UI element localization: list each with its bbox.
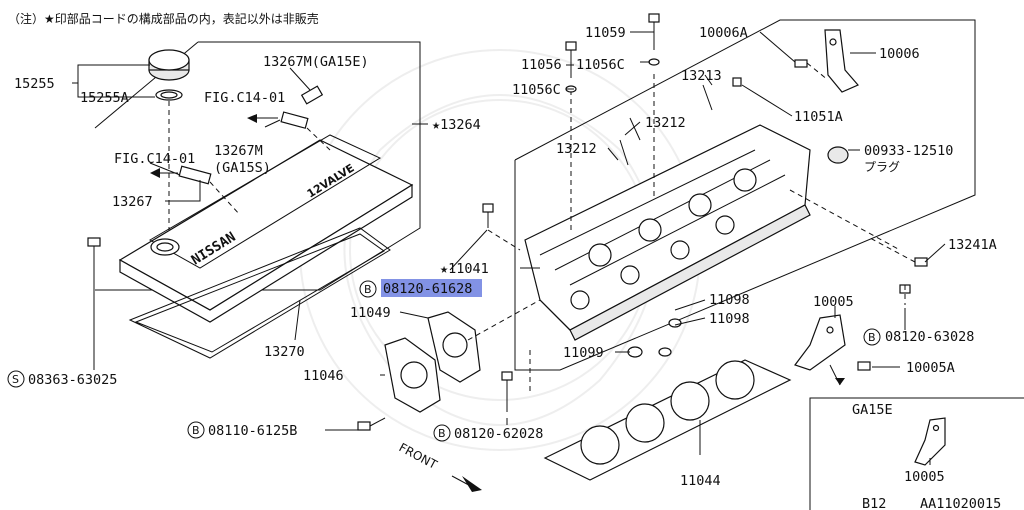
label-15255[interactable]: 15255 [14, 76, 55, 92]
label-10005a[interactable]: 10005A [906, 360, 955, 376]
selected-part-highlight [381, 279, 482, 297]
b-mark-2: B [868, 331, 876, 344]
bracket-10006 [794, 29, 859, 93]
label-08363-63025[interactable]: 08363-63025 [28, 372, 117, 388]
label-11056[interactable]: 11056 [521, 57, 562, 73]
label-10005-inset[interactable]: 10005 [904, 469, 945, 485]
label-10006a[interactable]: 10006A [699, 25, 748, 41]
label-13270[interactable]: 13270 [264, 344, 305, 360]
oil-filler-cap [148, 49, 190, 230]
b-mark-3: B [192, 424, 200, 437]
bolt-08363 [87, 237, 101, 370]
plug-part [827, 146, 849, 164]
b-mark-4: B [438, 427, 446, 440]
label-11046[interactable]: 11046 [303, 368, 344, 384]
note-text: （注）★印部品コードの構成部品の内，表記以外は非販売 [8, 11, 319, 26]
circled-marks [7, 280, 881, 442]
s-mark: S [12, 373, 19, 386]
front-arrow-icon [462, 476, 482, 492]
label-08120-62028[interactable]: 08120-62028 [454, 426, 543, 442]
valve-cover-gasket [128, 227, 391, 359]
label-11098-a[interactable]: 11098 [709, 292, 750, 308]
label-08110-6125b[interactable]: 08110-6125B [208, 423, 297, 439]
cylinder-head-group [514, 19, 976, 371]
leader-lines [72, 31, 946, 465]
arrow-icon [835, 378, 845, 385]
water-outlet-gasket [384, 299, 541, 413]
label-11099[interactable]: 11099 [563, 345, 604, 361]
label-10006[interactable]: 10006 [879, 46, 920, 62]
label-11049[interactable]: 11049 [350, 305, 391, 321]
side-bolts [789, 189, 928, 305]
label-11098-b[interactable]: 11098 [709, 311, 750, 327]
diagram-code: AA11020015 [920, 496, 1001, 510]
label-00933-12510[interactable]: 00933-12510 [864, 143, 953, 159]
label-13267m-ga15e[interactable]: 13267M(GA15E) [263, 54, 369, 70]
bracket-10005 [794, 314, 871, 386]
label-13267[interactable]: 13267 [112, 194, 153, 210]
head-gasket [543, 359, 792, 481]
label-11044[interactable]: 11044 [680, 473, 721, 489]
label-15255a[interactable]: 15255A [80, 90, 129, 106]
valve-cover: NISSAN 12VALVE [118, 134, 414, 323]
label-13213[interactable]: 13213 [681, 68, 722, 84]
ga15e-inset [809, 397, 1024, 510]
label-11051a[interactable]: 11051A [794, 109, 843, 125]
label-fig-c14-01-top[interactable]: FIG.C14-01 [204, 90, 285, 106]
arrow-icon [247, 114, 257, 123]
label-plug: プラグ [864, 160, 900, 174]
label-13241a[interactable]: 13241A [948, 237, 997, 253]
label-11041[interactable]: ★11041 [440, 261, 489, 277]
arrow-icon [150, 168, 160, 178]
label-13264[interactable]: ★13264 [432, 117, 481, 133]
label-13267m-ga15s-2: (GA15S) [214, 160, 271, 176]
label-08120-61628[interactable]: 08120-61628 [383, 281, 472, 297]
front-label: FRONT [397, 440, 440, 472]
label-08120-63028[interactable]: 08120-63028 [885, 329, 974, 345]
label-13212-left[interactable]: 13212 [556, 141, 597, 157]
label-13212-right[interactable]: 13212 [645, 115, 686, 131]
label-10005[interactable]: 10005 [813, 294, 854, 310]
label-11059[interactable]: 11059 [585, 25, 626, 41]
label-13267m-ga15s[interactable]: 13267M [214, 143, 263, 159]
bolts-bottom [357, 203, 682, 431]
label-11056c-right[interactable]: 11056C [576, 57, 625, 73]
inset-ga15e-label: GA15E [852, 402, 893, 418]
label-11056c-left[interactable]: 11056C [512, 82, 561, 98]
head-studs [565, 13, 742, 230]
b-mark-1: B [364, 283, 372, 296]
cylinder-head [524, 124, 811, 341]
model-label: B12 [862, 496, 886, 510]
breather-hoses [150, 85, 331, 216]
label-fig-c14-01-bottom[interactable]: FIG.C14-01 [114, 151, 195, 167]
